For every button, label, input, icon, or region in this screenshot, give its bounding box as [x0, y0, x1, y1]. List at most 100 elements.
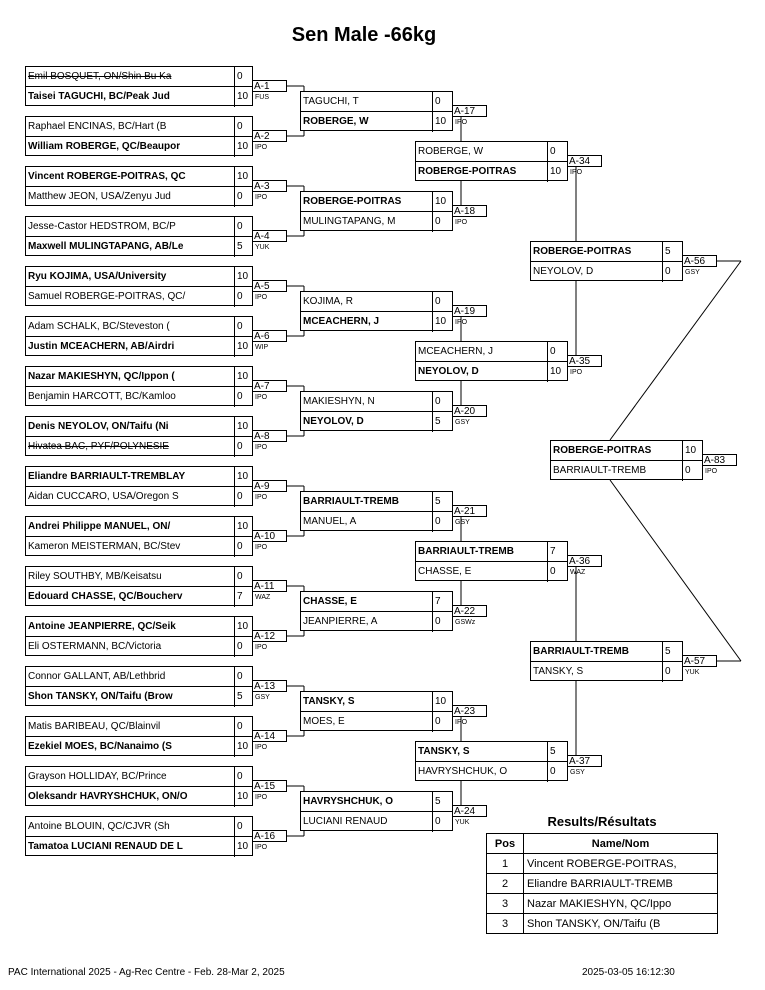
bracket-connector	[609, 260, 742, 441]
match-label: A-7	[253, 380, 287, 392]
competitor-name: Nazar MAKIESHYN, QC/Ippon (	[28, 371, 175, 382]
competitor-row: CHASSE, E	[301, 592, 432, 612]
competitor-row: ROBERGE-POITRAS	[551, 441, 682, 461]
match-label: A-6	[253, 330, 287, 342]
win-technique: GSY	[455, 419, 470, 426]
competitor-score: 0	[432, 512, 452, 532]
win-technique: IPO	[255, 394, 268, 401]
win-technique: IPO	[455, 219, 468, 226]
win-technique: IPO	[705, 468, 718, 475]
win-technique: WAZ	[255, 594, 271, 601]
win-technique: IPO	[255, 644, 268, 651]
competitor-row: Justin MCEACHERN, AB/Airdri	[26, 337, 234, 357]
competitor-score: 0	[234, 287, 254, 307]
competitor-row: Vincent ROBERGE-POITRAS, QC	[26, 167, 234, 187]
competitor-row: ROBERGE, W	[301, 112, 432, 132]
competitor-score: 10	[234, 417, 254, 437]
competitor-name: ROBERGE-POITRAS	[303, 196, 402, 207]
row-divider	[26, 286, 252, 287]
competitor-row: TANSKY, S	[301, 692, 432, 712]
competitor-name: Tamatoa LUCIANI RENAUD DE L	[28, 841, 183, 852]
match-label: A-8	[253, 430, 287, 442]
competitor-score: 0	[432, 212, 452, 232]
result-pos: 3	[486, 893, 524, 914]
competitor-score: 5	[662, 642, 682, 662]
competitor-row: Aidan CUCCARO, USA/Oregon S	[26, 487, 234, 507]
competitor-name: TANSKY, S	[303, 696, 355, 707]
bracket-connector	[609, 479, 742, 662]
competitor-name: NEYOLOV, D	[418, 366, 479, 377]
competitor-row: ROBERGE, W	[416, 142, 547, 162]
competitor-score: 5	[234, 237, 254, 257]
competitor-name: CHASSE, E	[418, 566, 472, 577]
competitor-name: NEYOLOV, D	[303, 416, 364, 427]
competitor-row: Grayson HOLLIDAY, BC/Prince	[26, 767, 234, 787]
competitor-row: Eli OSTERMANN, BC/Victoria	[26, 637, 234, 657]
competitor-row: William ROBERGE, QC/Beaupor	[26, 137, 234, 157]
competitor-name: KOJIMA, R	[303, 296, 354, 307]
competitor-score: 10	[234, 617, 254, 637]
competitor-row: Eliandre BARRIAULT-TREMBLAY	[26, 467, 234, 487]
competitor-score: 0	[432, 92, 452, 112]
competitor-name: MCEACHERN, J	[418, 346, 494, 357]
competitor-name: BARRIAULT-TREMB	[303, 496, 399, 507]
competitor-name: HAVRYSHCHUK, O	[418, 766, 508, 777]
competitor-name: ROBERGE-POITRAS	[418, 166, 517, 177]
results-table: Pos Name/Nom 1 Vincent ROBERGE-POITRAS, …	[486, 833, 718, 934]
competitor-name: TANSKY, S	[533, 666, 584, 677]
competitor-row: Antoine BLOUIN, QC/CJVR (Sh	[26, 817, 234, 837]
match-label: A-34	[568, 155, 602, 167]
row-divider	[301, 711, 452, 712]
competitor-score: 0	[234, 387, 254, 407]
row-divider	[301, 511, 452, 512]
win-technique: IPO	[255, 444, 268, 451]
competitor-name: Matis BARIBEAU, QC/Blainvil	[28, 721, 161, 732]
win-technique: WAZ	[570, 569, 586, 576]
match-label: A-13	[253, 680, 287, 692]
result-pos: 2	[486, 873, 524, 894]
competitor-row: Tamatoa LUCIANI RENAUD DE L	[26, 837, 234, 857]
competitor-score: 10	[234, 467, 254, 487]
competitor-row: CHASSE, E	[416, 562, 547, 582]
competitor-score: 0	[432, 292, 452, 312]
competitor-row: Ryu KOJIMA, USA/University	[26, 267, 234, 287]
row-divider	[416, 761, 567, 762]
row-divider	[416, 161, 567, 162]
competitor-row: TANSKY, S	[531, 662, 662, 682]
match-label: A-4	[253, 230, 287, 242]
match-label: A-12	[253, 630, 287, 642]
competitor-name: JEANPIERRE, A	[303, 616, 378, 627]
row-divider	[26, 686, 252, 687]
competitor-row: HAVRYSHCHUK, O	[416, 762, 547, 782]
match-label: A-15	[253, 780, 287, 792]
competitor-name: MCEACHERN, J	[303, 316, 380, 327]
competitor-row: TANSKY, S	[416, 742, 547, 762]
competitor-row: Ezekiel MOES, BC/Nanaimo (S	[26, 737, 234, 757]
win-technique: IPO	[255, 494, 268, 501]
competitor-score: 0	[234, 717, 254, 737]
competitor-row: Nazar MAKIESHYN, QC/Ippon (	[26, 367, 234, 387]
competitor-score: 10	[234, 787, 254, 807]
competitor-score: 10	[234, 737, 254, 757]
competitor-score: 10	[547, 162, 567, 182]
competitor-score: 0	[234, 667, 254, 687]
competitor-name: ROBERGE-POITRAS	[533, 246, 632, 257]
competitor-row: MCEACHERN, J	[301, 312, 432, 332]
competitor-score: 0	[234, 217, 254, 237]
match-label: A-3	[253, 180, 287, 192]
competitor-row: Emil BOSQUET, ON/Shin Bu Ka	[26, 67, 234, 87]
match-label: A-14	[253, 730, 287, 742]
match-label: A-11	[253, 580, 287, 592]
win-technique: GSY	[685, 269, 700, 276]
competitor-score: 0	[234, 117, 254, 137]
